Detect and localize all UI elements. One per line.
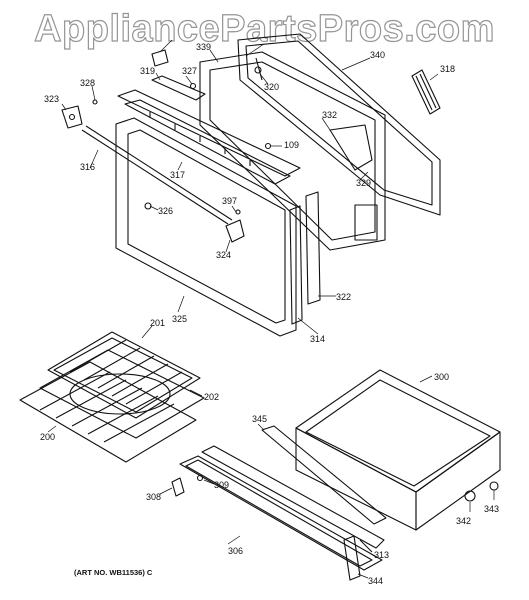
storage-drawer-300 [295, 369, 501, 531]
label-340: 340 [370, 50, 385, 60]
bracket-344 [343, 535, 361, 581]
screw-397 [235, 209, 241, 215]
drawer-stop-342 [464, 490, 476, 502]
label-313: 313 [374, 550, 389, 560]
label-326: 326 [158, 206, 173, 216]
bracket-324 [225, 219, 245, 243]
screw-327 [189, 82, 197, 90]
label-320: 320 [264, 82, 279, 92]
part-326 [144, 202, 152, 210]
label-200: 200 [40, 432, 55, 442]
screw-328 [92, 99, 98, 105]
label-343: 343 [484, 504, 499, 514]
label-322: 322 [336, 292, 351, 302]
screw-109 [264, 142, 272, 150]
label-309: 309 [214, 480, 229, 490]
kick-panel-306 [179, 445, 385, 571]
watermark: AppliancePartsPros.com [33, 7, 495, 50]
label-344: 344 [368, 576, 383, 586]
label-306: 306 [228, 546, 243, 556]
label-328: 328 [80, 78, 95, 88]
label-201: 201 [150, 318, 165, 328]
label-324: 324 [216, 250, 231, 260]
label-308: 308 [146, 492, 161, 502]
label-345: 345 [252, 414, 267, 424]
drawer-stop-343 [489, 481, 499, 491]
side-strip-314 [289, 205, 303, 325]
door-inner-panel-339 [199, 51, 386, 251]
bracket-308 [171, 477, 185, 497]
leader-lines [47, 39, 495, 579]
rod-316 [81, 125, 233, 225]
door-front-frame-325 [115, 117, 297, 337]
label-318: 318 [440, 64, 455, 74]
door-handle-part-318 [411, 69, 441, 115]
label-325: 325 [172, 314, 187, 324]
label-202: 202 [204, 392, 219, 402]
door-outer-frame-340 [237, 33, 441, 216]
clip-320 [254, 57, 263, 81]
label-329: 329 [356, 178, 371, 188]
label-327: 327 [182, 66, 197, 76]
drawer-rail-345 [261, 425, 387, 525]
side-strip-322 [305, 191, 321, 305]
broiler-pan-grid-201 [47, 331, 201, 419]
label-323: 323 [44, 94, 59, 104]
label-300: 300 [434, 372, 449, 382]
label-397: 397 [222, 196, 237, 206]
oven-rack-200 [19, 361, 197, 463]
part-number-labels: 340 318 339 327 319 320 328 323 332 109 … [40, 42, 499, 586]
label-316: 316 [80, 162, 95, 172]
screw-313 [359, 539, 373, 553]
hinge-bracket [151, 49, 169, 67]
screw-309 [196, 474, 204, 482]
label-317: 317 [170, 170, 185, 180]
label-314: 314 [310, 334, 325, 344]
label-109: 109 [284, 140, 299, 150]
art-number-caption: (ART NO. WB11536) C [74, 568, 153, 577]
label-332: 332 [322, 110, 337, 120]
broiler-pan-202 [39, 349, 205, 439]
label-342: 342 [456, 516, 471, 526]
door-vent-trim-317 [117, 89, 301, 185]
hinge-323 [61, 105, 83, 129]
label-339: 339 [196, 42, 211, 52]
label-319: 319 [140, 66, 155, 76]
